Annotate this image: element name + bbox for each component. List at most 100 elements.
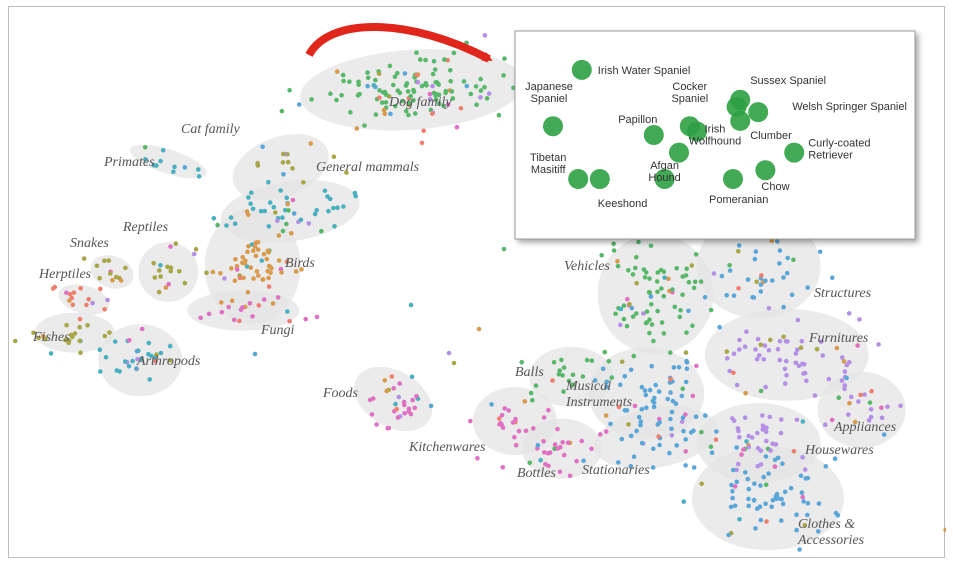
point-furnitures: [826, 376, 832, 382]
point-furnitures: [731, 351, 737, 357]
point-furnitures: [742, 344, 748, 350]
point-dog-family: [406, 100, 412, 106]
point-stationaries: [669, 409, 675, 415]
point-general-mammals: [248, 201, 253, 206]
inset-label-pomeranian: Pomeranian: [709, 194, 768, 206]
point-clothes-and-accessories: [802, 522, 808, 528]
point-reptiles: [191, 251, 197, 257]
point-dog-family: [296, 102, 302, 107]
point-housewares: [746, 433, 751, 439]
point-housewares: [763, 429, 769, 435]
point-foods: [369, 412, 375, 417]
point-arthropods: [103, 355, 109, 360]
point-clothes-and-accessories: [761, 474, 766, 480]
point-bottles: [565, 440, 571, 446]
point-furnitures: [758, 388, 764, 394]
point-general-mammals: [332, 224, 337, 229]
point-appliances: [836, 395, 842, 401]
point-general-mammals: [232, 221, 238, 226]
point-furnitures: [781, 334, 786, 340]
point-structures: [789, 292, 795, 298]
point-snakes: [108, 271, 113, 276]
point-appliances: [879, 415, 885, 421]
point-reptiles: [193, 246, 199, 252]
point-herptiles: [86, 297, 91, 302]
point-arthropods: [97, 347, 103, 353]
point-reptiles: [158, 274, 163, 279]
point-furnitures: [768, 337, 773, 343]
point-appliances: [879, 405, 884, 411]
point-musical-instruments: [644, 405, 649, 411]
point-arthropods: [122, 359, 128, 364]
point-stationaries: [680, 415, 686, 421]
point-dog-family: [418, 57, 423, 62]
point-bottles: [557, 469, 563, 475]
point-vehicles: [624, 323, 630, 329]
point-clothes-and-accessories: [753, 526, 758, 531]
point-stationaries: [669, 433, 675, 438]
point-vehicles: [618, 306, 624, 312]
point-fishes: [77, 324, 82, 330]
point-general-mammals: [284, 195, 290, 201]
point-furnitures: [758, 342, 764, 348]
point-kitchenwares: [489, 402, 494, 407]
point-furnitures: [841, 359, 847, 364]
point-general-mammals: [280, 215, 285, 220]
point-snakes: [123, 265, 128, 271]
point-general-mammals: [211, 216, 217, 221]
point-housewares: [737, 435, 742, 440]
point-furnitures: [737, 337, 742, 343]
point-dog-family: [334, 69, 340, 74]
point-bottles: [579, 438, 584, 444]
point-furnitures: [777, 338, 783, 344]
point-furnitures: [857, 317, 862, 322]
point-dog-family: [334, 97, 339, 103]
point-birds: [222, 276, 227, 281]
point-reptiles: [165, 264, 170, 270]
point-clothes-and-accessories: [729, 482, 734, 488]
point-vehicles: [615, 259, 620, 264]
point-vehicles: [648, 243, 654, 249]
point-clothes-and-accessories: [699, 481, 704, 487]
point-birds: [237, 275, 243, 281]
point-vehicles: [683, 350, 689, 355]
point-musical-instruments: [665, 396, 671, 402]
point-stationaries: [699, 429, 704, 435]
point-foods: [409, 374, 415, 380]
point-dog-family: [443, 88, 449, 94]
point-vehicles: [672, 304, 678, 310]
point-herptiles: [67, 291, 73, 297]
point-dog-family: [427, 91, 433, 97]
point-vehicles: [646, 289, 652, 295]
point-arthropods: [139, 356, 144, 362]
point-birds: [259, 258, 265, 263]
point-dog-family: [365, 75, 371, 81]
point-dog-family: [406, 112, 411, 118]
point-birds: [255, 240, 261, 245]
cluster-label-birds: Birds: [285, 256, 315, 271]
point-arthropods: [158, 350, 164, 356]
point-structures: [769, 238, 775, 243]
point-vehicles: [621, 303, 627, 308]
point-stationaries: [714, 429, 719, 434]
point-vehicles: [644, 309, 650, 314]
point-general-mammals: [284, 221, 289, 227]
point-musical-instruments: [632, 403, 638, 409]
inset-label-papillon: Papillon: [618, 114, 657, 126]
point-cat-family: [344, 170, 349, 175]
point-stationaries: [619, 436, 625, 442]
point-dog-family: [419, 83, 425, 89]
point-vehicles: [629, 305, 635, 311]
point-vehicles: [642, 275, 648, 280]
point-dog-family: [383, 92, 389, 97]
point-balls: [557, 368, 562, 373]
point-dog-family: [339, 92, 344, 98]
point-primates: [182, 165, 188, 170]
point-structures: [777, 261, 782, 266]
point-dog-family: [287, 87, 292, 93]
point-housewares: [746, 444, 751, 450]
point-clothes-and-accessories: [726, 532, 731, 538]
point-clothes-and-accessories: [734, 445, 739, 450]
point-general-mammals: [224, 223, 229, 228]
